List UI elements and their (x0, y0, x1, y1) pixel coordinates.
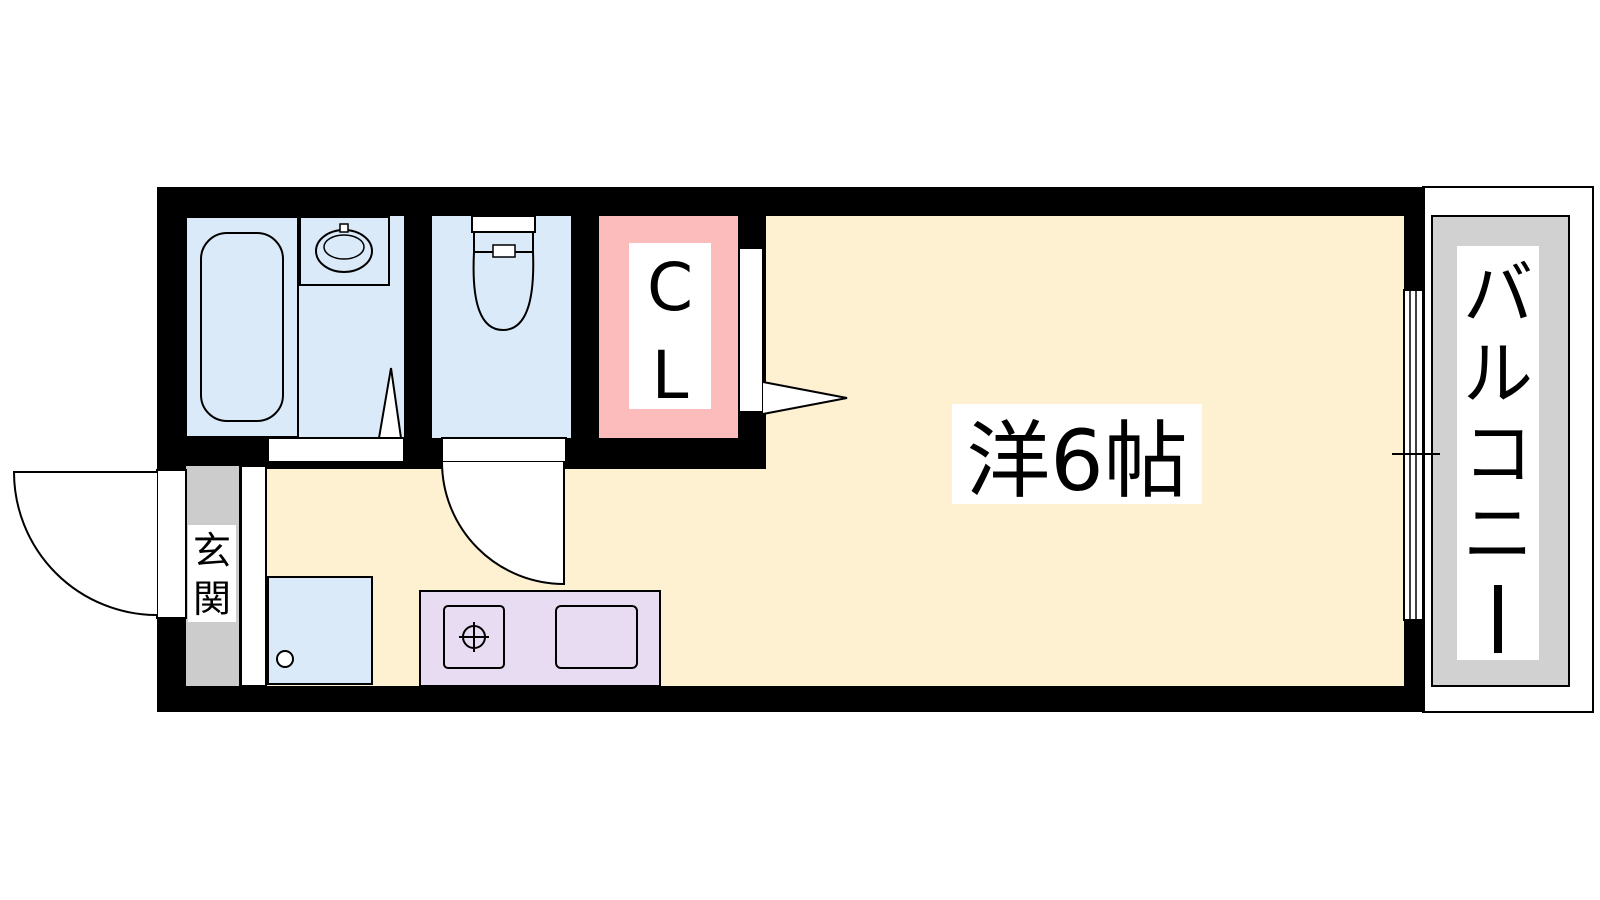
balcony-label-5 (1494, 585, 1502, 653)
closet-door-swing-icon (762, 381, 848, 415)
closet-door-opening (738, 247, 764, 413)
closet-label-c: C (647, 249, 693, 326)
entrance-label-box (188, 525, 236, 622)
laundry-space (267, 576, 373, 685)
closet-label-box (629, 243, 711, 409)
toilet-icon (472, 231, 535, 332)
entrance-door-swing-icon (12, 471, 158, 616)
balcony-label-2: ル (1463, 333, 1533, 415)
washbasin-drain (323, 234, 365, 260)
bathroom (185, 216, 404, 439)
bathroom-door-icon (378, 367, 402, 439)
toilet-door-swing-icon (441, 461, 565, 586)
faucet-icon (339, 223, 349, 233)
toilet-room (432, 215, 571, 438)
washer-pan (267, 576, 373, 685)
washer-drain-icon (276, 650, 294, 668)
toilet-door-opening (441, 437, 567, 463)
entrance-label-2: 関 (193, 577, 231, 621)
bathroom-door-opening (267, 437, 405, 463)
balcony-label-3: コ (1463, 413, 1533, 495)
entrance: 玄 関 (12, 465, 267, 687)
balcony-label-4: ニ (1463, 493, 1533, 575)
balcony-label-1: バ (1463, 253, 1533, 335)
toilet-lid-icon (492, 244, 516, 258)
interior-wall (404, 216, 432, 466)
bathtub-inner (200, 232, 284, 422)
entrance-step (240, 465, 267, 687)
kitchen (419, 590, 661, 687)
closet-label-l: L (652, 337, 689, 414)
entrance-door-opening (156, 469, 187, 619)
toilet-tank (471, 215, 536, 233)
main-room-label: 洋6帖 (966, 412, 1187, 510)
balcony-label-5-text: ー (1498, 639, 1499, 641)
entrance-label-1: 玄 (193, 529, 231, 573)
closet: C L (599, 216, 738, 438)
kitchen-sink (555, 605, 638, 669)
main-room-label-box (952, 404, 1202, 504)
